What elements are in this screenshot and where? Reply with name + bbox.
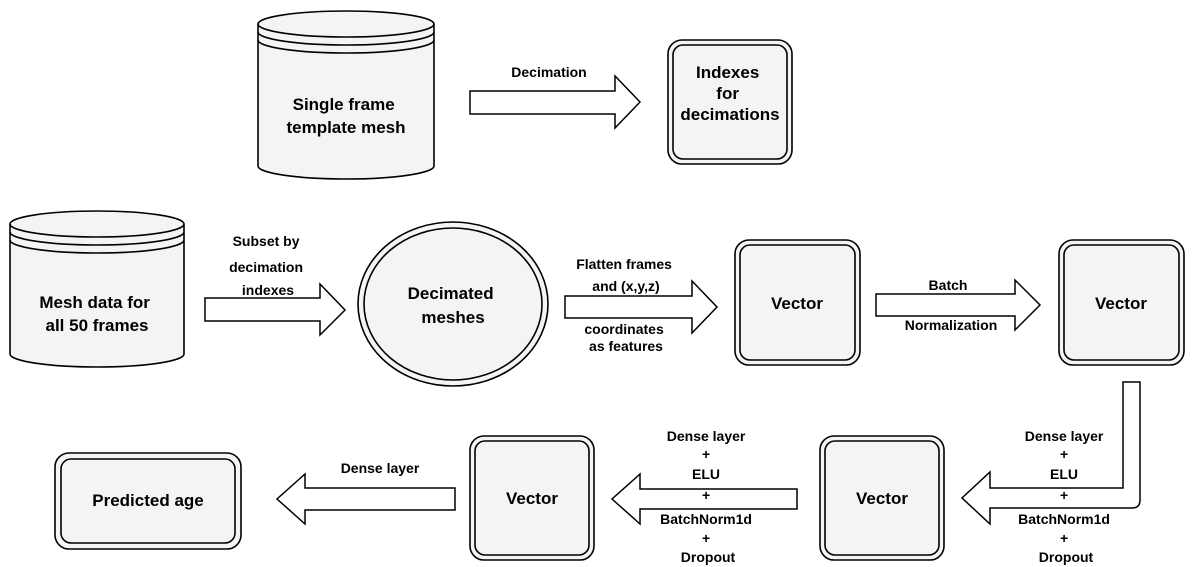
template-mesh-cylinder bbox=[257, 10, 435, 180]
decimated-meshes-ellipse bbox=[357, 221, 549, 387]
predicted-age-box bbox=[54, 452, 242, 550]
indexes-box bbox=[667, 39, 793, 165]
flatten-bottom-label: coordinates as features bbox=[584, 321, 667, 354]
vector-label-2: Vector bbox=[1095, 294, 1147, 313]
flatten-arrow bbox=[564, 279, 719, 335]
decimation-label: Decimation bbox=[511, 64, 586, 80]
batch-label: Batch bbox=[929, 277, 968, 293]
mesh-data-label: Mesh data for all 50 frames bbox=[39, 293, 154, 335]
vector-box-1 bbox=[734, 239, 861, 366]
vector-label-4: Vector bbox=[506, 489, 558, 508]
vector-box-2 bbox=[1058, 239, 1185, 366]
decimated-meshes-label: Decimated meshes bbox=[408, 284, 499, 327]
dense-middle-arrow bbox=[610, 472, 798, 526]
dense-middle-label: Dense layer + ELU + BatchNorm1d + Dropou… bbox=[660, 428, 756, 565]
vector-box-4 bbox=[469, 435, 595, 561]
indexes-label: Indexes for decimations bbox=[680, 63, 779, 124]
batch-norm-arrow bbox=[875, 278, 1042, 332]
dense-left-label: Dense layer bbox=[341, 460, 420, 476]
dense-bent-arrow bbox=[960, 381, 1141, 526]
subset-arrow bbox=[204, 282, 347, 337]
mesh-data-cylinder bbox=[9, 210, 185, 368]
template-mesh-label: Single frame template mesh bbox=[286, 95, 405, 137]
vector-box-3 bbox=[819, 435, 945, 561]
predicted-age-label: Predicted age bbox=[92, 491, 204, 510]
normalization-label: Normalization bbox=[905, 317, 998, 333]
subset-label: Subset by decimation indexes bbox=[229, 233, 307, 298]
dense-left-arrow bbox=[275, 472, 456, 526]
decimation-arrow bbox=[469, 74, 642, 130]
vector-label-3: Vector bbox=[856, 489, 908, 508]
vector-label-1: Vector bbox=[771, 294, 823, 313]
dense-right-label: Dense layer + ELU + BatchNorm1d + Dropou… bbox=[1018, 428, 1114, 565]
flatten-top-label: Flatten frames and (x,y,z) bbox=[576, 256, 676, 294]
